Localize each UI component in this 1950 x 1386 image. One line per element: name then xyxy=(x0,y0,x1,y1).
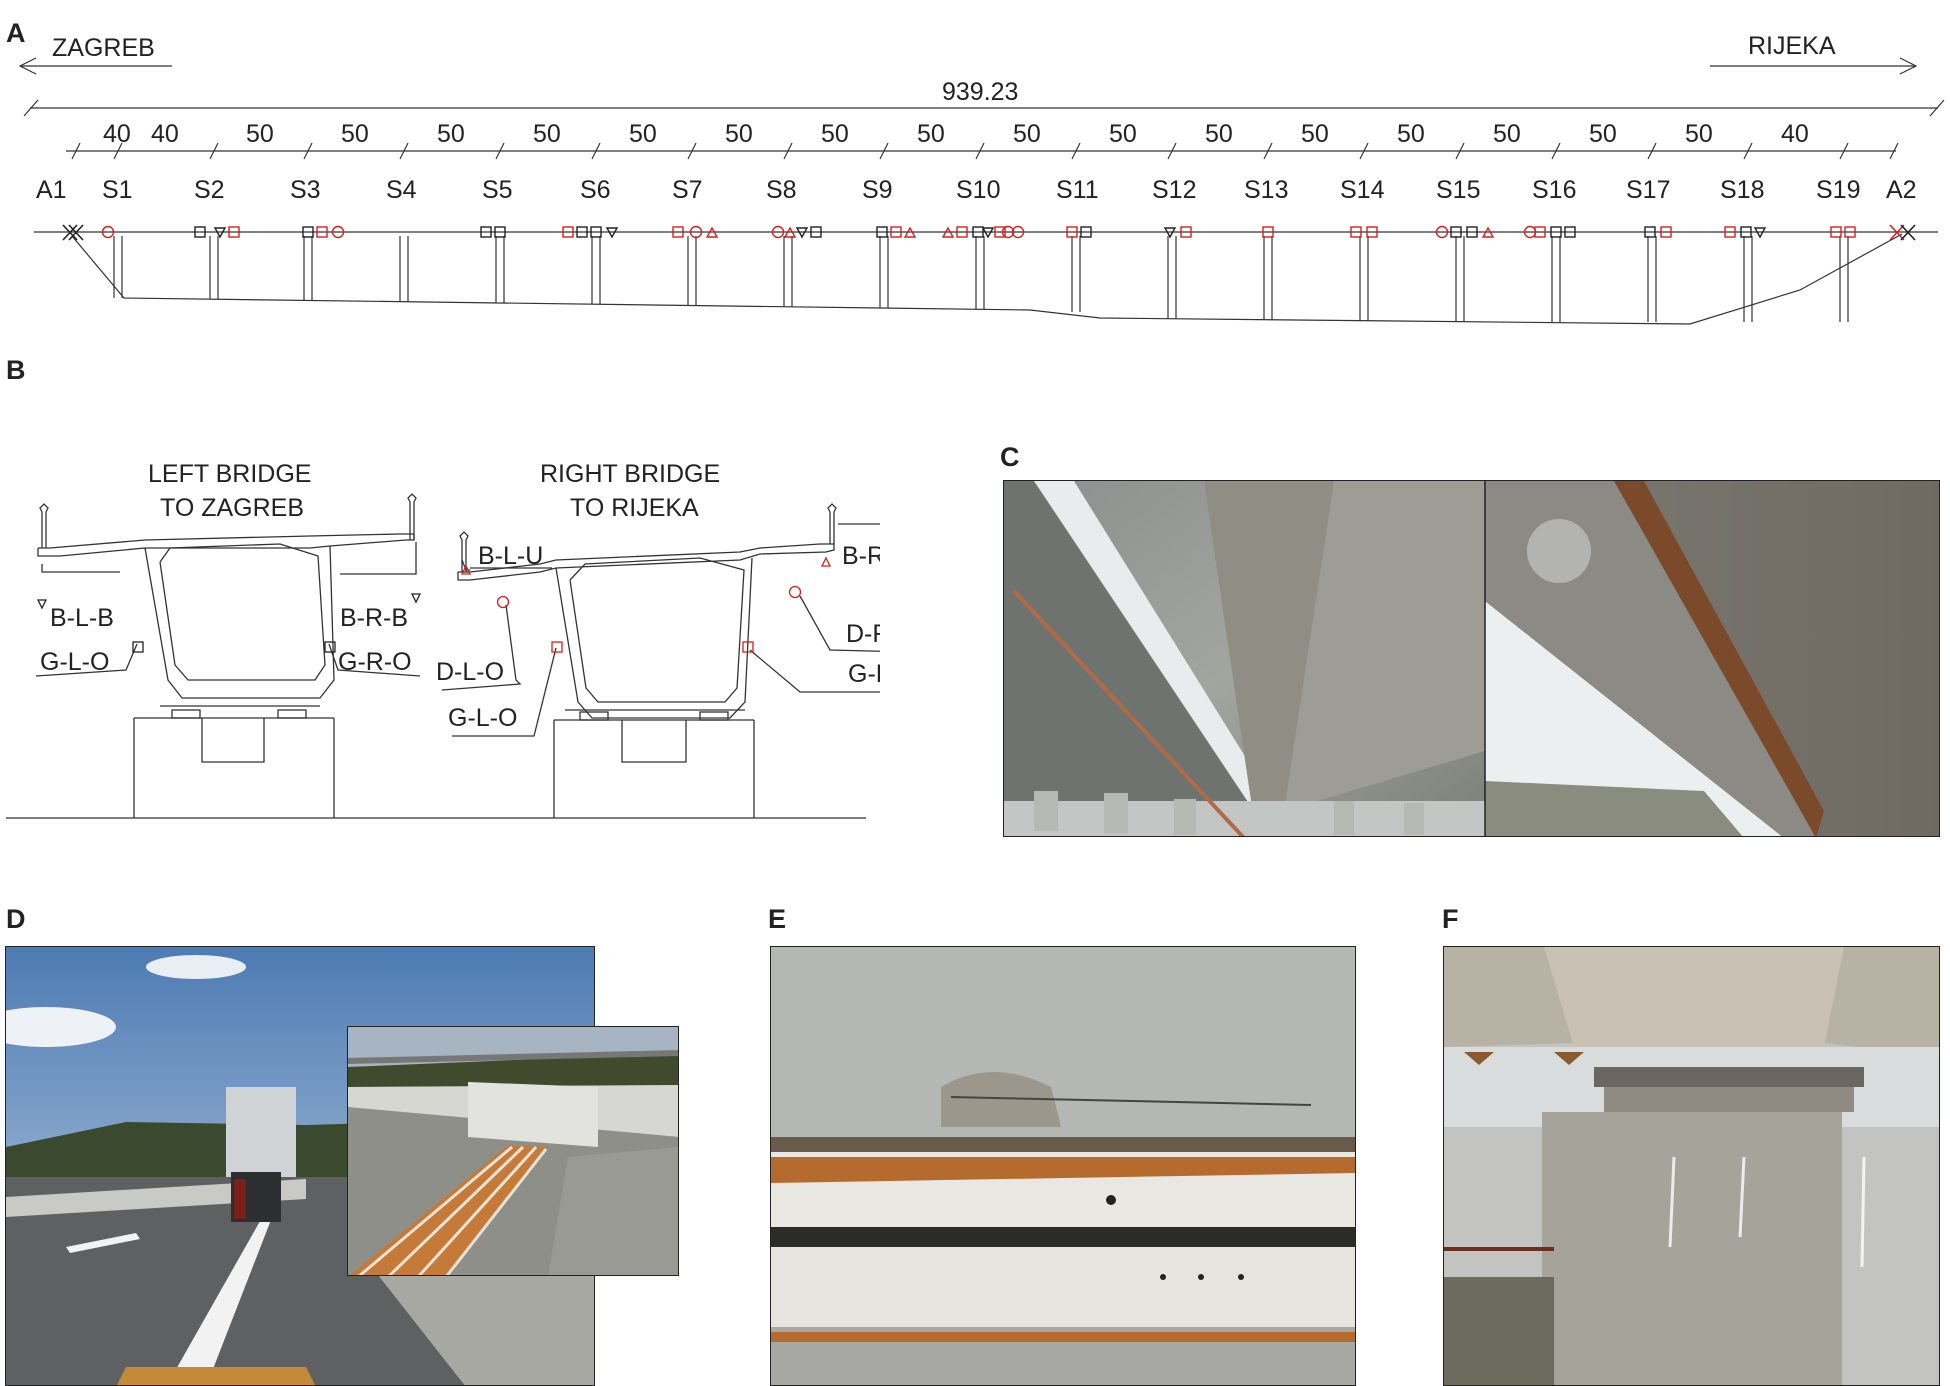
span-length-label: 50 xyxy=(1109,120,1137,148)
span-length-label: 50 xyxy=(437,120,465,148)
support-label: S17 xyxy=(1626,176,1670,204)
right-bridge-title-1: RIGHT BRIDGE xyxy=(540,460,720,488)
panel-label-f: F xyxy=(1442,904,1459,934)
span-length-label: 50 xyxy=(1397,120,1425,148)
panel-label-c: C xyxy=(1000,442,1020,472)
photo-c-girder-underside xyxy=(1003,480,1940,837)
support-label: A2 xyxy=(1886,176,1917,204)
support-label: S18 xyxy=(1720,176,1764,204)
total-length-label: 939.23 xyxy=(942,78,1018,106)
span-length-label: 50 xyxy=(917,120,945,148)
span-length-label: 40 xyxy=(103,120,131,148)
support-label: S2 xyxy=(194,176,225,204)
support-label: S19 xyxy=(1816,176,1860,204)
support-label: S10 xyxy=(956,176,1000,204)
span-length-label: 50 xyxy=(629,120,657,148)
support-label: S7 xyxy=(672,176,703,204)
span-length-label: 50 xyxy=(821,120,849,148)
support-label: S8 xyxy=(766,176,797,204)
left-bridge-title-1: LEFT BRIDGE xyxy=(148,460,311,488)
photo-e-bearing-corrosion xyxy=(770,946,1356,1386)
direction-from-label: ZAGREB xyxy=(52,34,155,62)
label-d-r-o: D-R-O xyxy=(846,620,880,648)
left-bridge-title-2: TO ZAGREB xyxy=(160,494,304,522)
bridge-elevation-drawing: ZAGREB RIJEKA 939.23 40 40 50 50 50 50 50 50 50 5… xyxy=(18,32,1945,325)
span-length-label: 50 xyxy=(1301,120,1329,148)
support-label: S6 xyxy=(580,176,611,204)
span-length-label: 50 xyxy=(1205,120,1233,148)
label-g-r-o-right: G-R-O xyxy=(848,660,880,688)
support-label: S4 xyxy=(386,176,417,204)
support-label: S11 xyxy=(1056,176,1099,204)
label-b-l-u: B-L-U xyxy=(478,542,543,570)
support-label: A1 xyxy=(36,176,67,204)
span-length-label: 50 xyxy=(341,120,369,148)
label-b-r-u: B-R-U xyxy=(842,542,880,570)
photo-f-pier-head xyxy=(1443,946,1940,1386)
support-label: S9 xyxy=(862,176,893,204)
direction-to-label: RIJEKA xyxy=(1748,32,1836,60)
label-b-l-b: B-L-B xyxy=(50,604,114,632)
label-g-l-o-left: G-L-O xyxy=(40,648,109,676)
support-label: S3 xyxy=(290,176,321,204)
support-label: S1 xyxy=(102,176,133,204)
label-b-r-b: B-R-B xyxy=(340,604,408,632)
support-label: S16 xyxy=(1532,176,1576,204)
span-length-label: 40 xyxy=(1781,120,1809,148)
photo-d-inset-expansion-joint xyxy=(347,1026,679,1276)
span-length-label: 50 xyxy=(246,120,274,148)
right-bridge-title-2: TO RIJEKA xyxy=(570,494,699,522)
cross-section-drawing: LEFT BRIDGE TO ZAGREB RIGHT BRIDGE TO RI… xyxy=(6,460,880,819)
span-length-label: 40 xyxy=(151,120,179,148)
span-length-label: 50 xyxy=(725,120,753,148)
panel-label-b: B xyxy=(6,355,26,385)
support-label: S15 xyxy=(1436,176,1480,204)
label-g-r-o-left: G-R-O xyxy=(338,648,412,676)
span-length-label: 50 xyxy=(1493,120,1521,148)
label-g-l-o-right: G-L-O xyxy=(448,704,517,732)
panel-label-d: D xyxy=(6,904,26,934)
panel-label-e: E xyxy=(768,904,787,934)
panel-label-a: A xyxy=(6,18,26,48)
support-label: S5 xyxy=(482,176,513,204)
span-length-label: 50 xyxy=(1589,120,1617,148)
support-label: S14 xyxy=(1340,176,1385,204)
span-length-label: 50 xyxy=(533,120,561,148)
span-length-label: 50 xyxy=(1013,120,1041,148)
support-label: S12 xyxy=(1152,176,1196,204)
support-label: S13 xyxy=(1244,176,1288,204)
label-d-l-o: D-L-O xyxy=(436,658,504,686)
span-length-label: 50 xyxy=(1685,120,1713,148)
